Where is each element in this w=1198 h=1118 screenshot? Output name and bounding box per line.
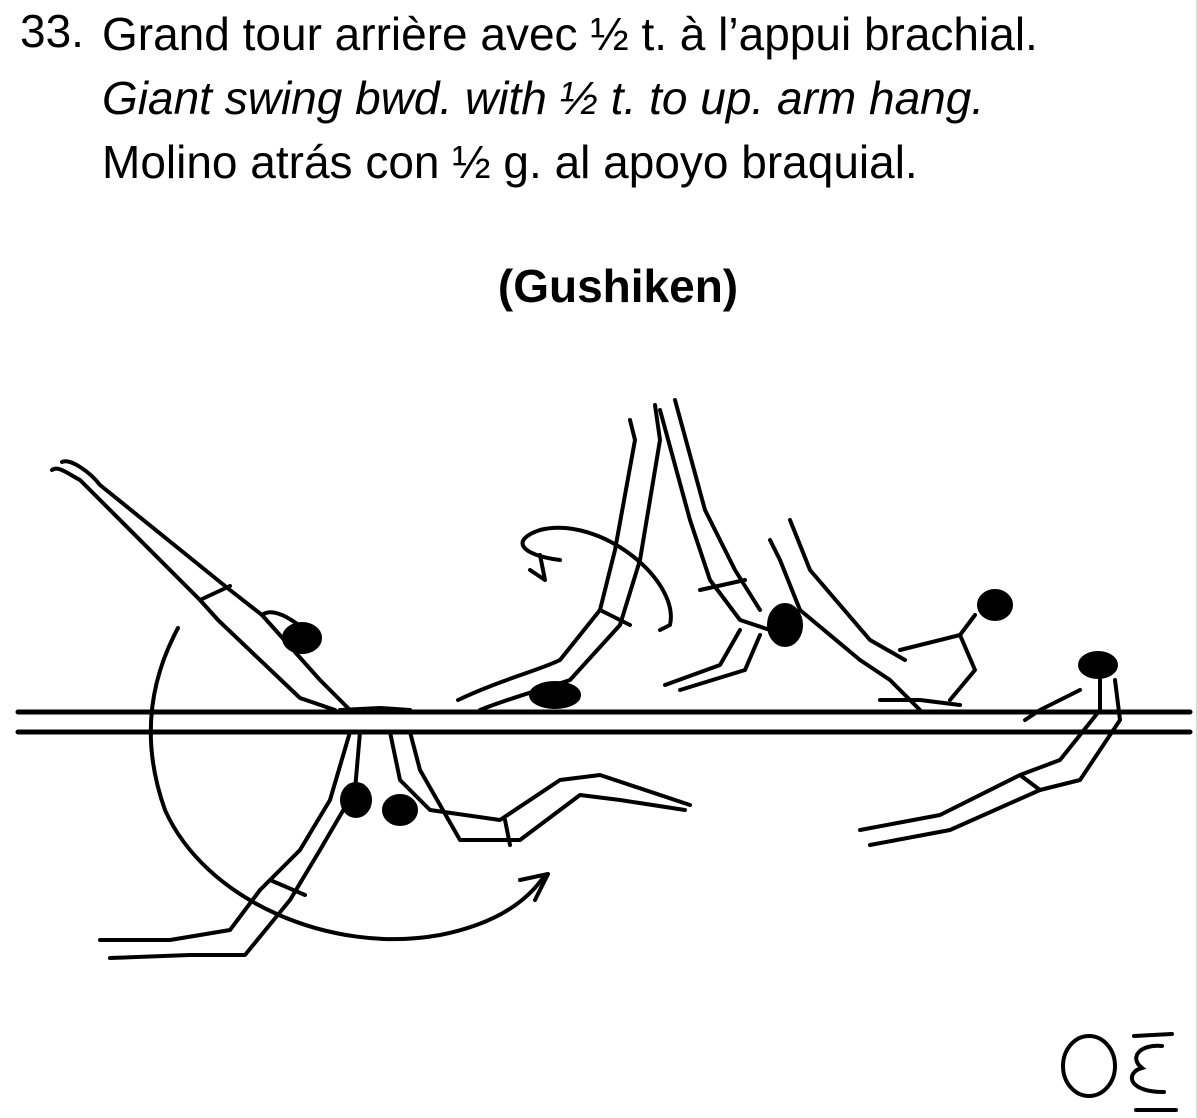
figure-4 [658,398,803,692]
skill-name: (Gushiken) [497,260,739,312]
figure-5 [768,518,1013,712]
skill-illustration [15,398,1193,960]
page-edge [1196,0,1198,1118]
value-mark-logo [1061,1032,1178,1112]
figure-1 [50,459,412,712]
swing-path-arrow [148,626,550,942]
title-spanish: Molino atrás con ½ g. al apoyo braquial. [102,136,918,188]
title-french: Grand tour arrière avec ½ t. à l’appui b… [102,8,1038,60]
entry-title-block: Grand tour arrière avec ½ t. à l’appui b… [102,2,1038,194]
entry-number: 33. [20,5,84,57]
figure-2 [98,730,692,960]
figure-6 [858,651,1122,847]
figure-3 [456,403,673,712]
title-english: Giant swing bwd. with ½ t. to up. arm ha… [102,72,985,124]
bar-rails [15,709,1193,735]
